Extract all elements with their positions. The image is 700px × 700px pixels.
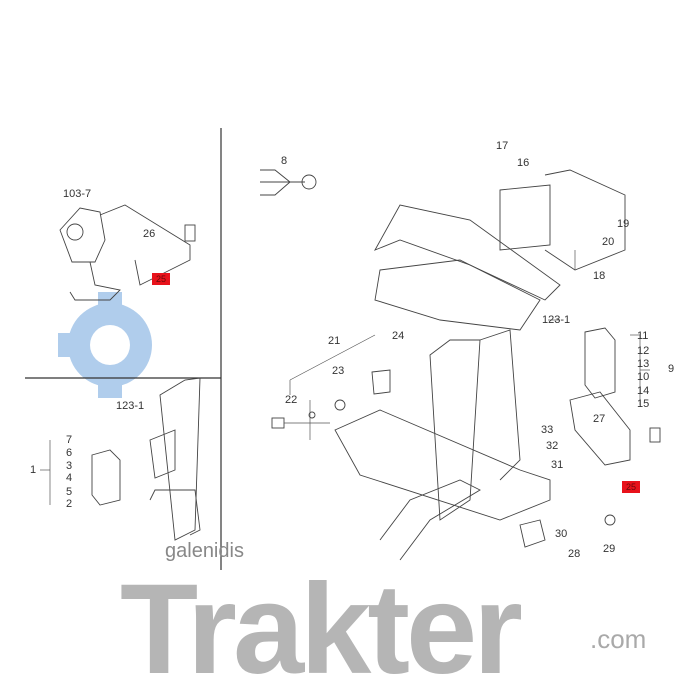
part-label: 9: [668, 363, 675, 375]
part-label: 16: [517, 157, 530, 169]
part-label: 5: [66, 486, 73, 498]
part-label: 15: [637, 398, 650, 410]
part-label: 6: [66, 447, 73, 459]
part-label: 17: [496, 140, 509, 152]
part-label: 33: [541, 424, 554, 436]
part-label: 28: [568, 548, 581, 560]
part-label: 2: [66, 498, 73, 510]
part-label: 24: [392, 330, 405, 342]
part-label: 123-1: [116, 400, 145, 412]
part-label: 12: [637, 345, 650, 357]
part-label: 18: [593, 270, 606, 282]
watermark-credit: galenidis: [165, 540, 244, 562]
part-label: 13: [637, 358, 650, 370]
part-label: 8: [281, 155, 288, 167]
part-label: 4: [66, 472, 73, 484]
part-label: 22: [285, 394, 298, 406]
part-label: 23: [332, 365, 345, 377]
part-label: 7: [66, 434, 73, 446]
part-label-highlighted[interactable]: 25: [622, 481, 640, 493]
part-label: 21: [328, 335, 341, 347]
gear-watermark-icon: [58, 292, 152, 398]
part-label: 29: [603, 543, 616, 555]
part-label: 103-7: [63, 188, 92, 200]
part-label: 3: [66, 460, 73, 472]
part-label: 31: [551, 459, 564, 471]
part-label: 30: [555, 528, 568, 540]
part-label: 27: [593, 413, 606, 425]
part-label: 1: [30, 464, 37, 476]
part-label: 20: [602, 236, 615, 248]
part-label-highlighted[interactable]: 25: [152, 273, 170, 285]
watermark-brand: Trakter: [120, 558, 523, 700]
part-label: 19: [617, 218, 630, 230]
part-label: 11: [637, 330, 649, 342]
part-label: 32: [546, 440, 559, 452]
part-label: 26: [143, 228, 156, 240]
watermark-domain: .com: [590, 624, 647, 654]
part-label: 10: [637, 371, 650, 383]
part-label: 123-1: [542, 314, 571, 326]
part-label: 14: [637, 385, 650, 397]
